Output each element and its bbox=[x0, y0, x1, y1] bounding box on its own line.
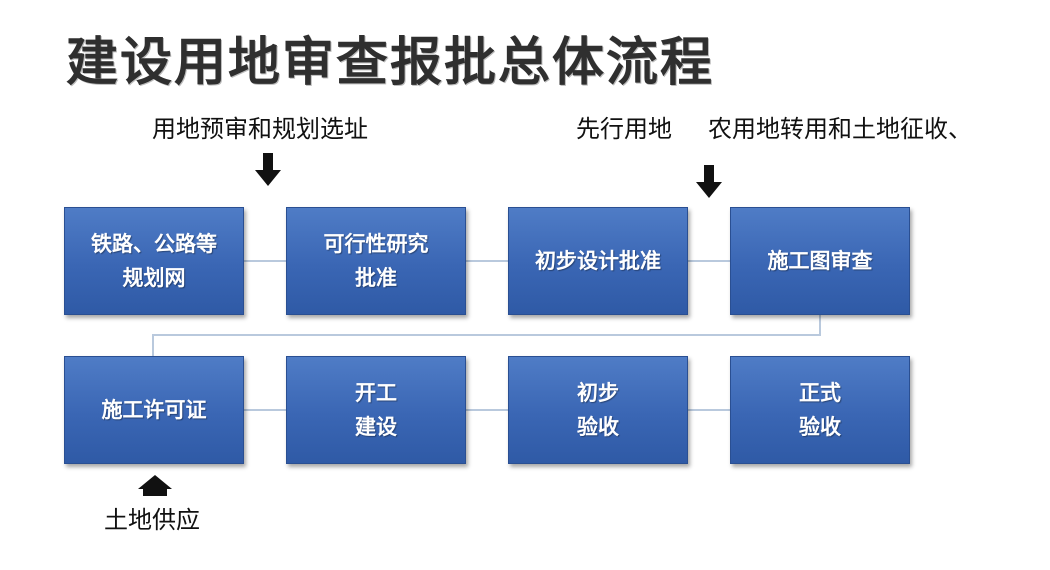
step-box-feasibility: 可行性研究 批准 bbox=[286, 207, 466, 315]
step-label: 铁路、公路等 规划网 bbox=[91, 231, 217, 290]
note-pre-review: 用地预审和规划选址 bbox=[152, 115, 368, 143]
step-label: 初步设计批准 bbox=[535, 248, 661, 273]
note-land-supply: 土地供应 bbox=[104, 506, 200, 534]
note-advance-land: 先行用地 bbox=[576, 115, 672, 143]
step-label: 施工许可证 bbox=[101, 397, 207, 422]
step-box-start-construction: 开工 建设 bbox=[286, 356, 466, 464]
step-label: 正式 验收 bbox=[799, 380, 841, 439]
step-label: 施工图审查 bbox=[767, 248, 873, 273]
step-label: 初步 验收 bbox=[577, 380, 619, 439]
step-label: 开工 建设 bbox=[355, 380, 397, 439]
step-box-planning-network: 铁路、公路等 规划网 bbox=[64, 207, 244, 315]
step-box-preliminary-acceptance: 初步 验收 bbox=[508, 356, 688, 464]
step-box-drawing-review: 施工图审查 bbox=[730, 207, 910, 315]
connector-4-5 bbox=[152, 315, 821, 356]
step-box-construction-permit: 施工许可证 bbox=[64, 356, 244, 464]
step-box-final-acceptance: 正式 验收 bbox=[730, 356, 910, 464]
step-label: 可行性研究 批准 bbox=[323, 231, 429, 290]
page-title: 建设用地审查报批总体流程 bbox=[66, 33, 715, 93]
note-conversion: 农用地转用和土地征收、 bbox=[708, 115, 972, 143]
step-box-preliminary-design: 初步设计批准 bbox=[508, 207, 688, 315]
